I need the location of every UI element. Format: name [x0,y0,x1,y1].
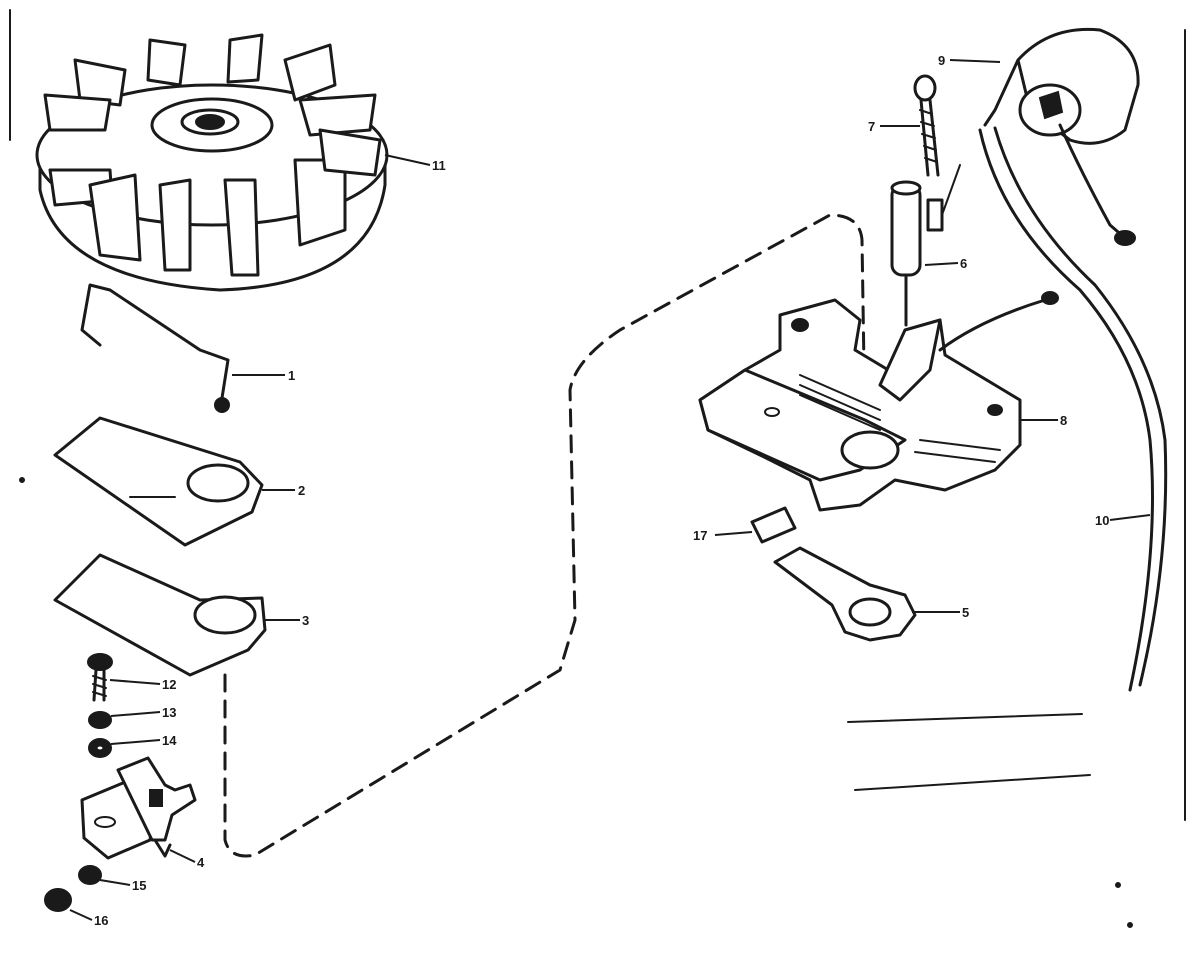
cover-plate-part: 5 [773,546,969,642]
callout-washer-b: 14 [162,733,177,748]
speck-dot [19,477,25,483]
washer-b-part: 14 [88,733,177,758]
speck-dot [1115,882,1121,888]
screw-left-part: 12 [87,653,176,702]
callout-felt-wick: 17 [693,528,707,543]
ignition-coil-part: 9 [938,27,1140,145]
plate-upper-part: 2 [53,416,305,547]
felt-wick-part: 17 [693,506,797,544]
callout-breaker-points: 4 [197,855,205,870]
blank-rule-line [847,713,1083,723]
callout-cover-plate: 5 [962,605,969,620]
screw-right-part: 7 [868,74,940,177]
washer-a-part: 13 [88,705,176,729]
nut-a-part: 15 [78,865,146,893]
condenser-part: 6 [890,164,967,327]
plate-lower-part: 3 [53,553,309,677]
callout-armature-bracket: 8 [1060,413,1067,428]
callout-washer-a: 13 [162,705,176,720]
dashed-leader-line [223,213,867,858]
callout-condenser: 6 [960,256,967,271]
callout-plate-lower: 3 [302,613,309,628]
breaker-points-part: 4 [80,756,205,870]
blank-rule-line [854,774,1091,791]
flywheel-part: 11 [35,33,446,292]
callout-flywheel: 11 [432,158,446,173]
callout-plate-upper: 2 [298,483,305,498]
callout-lead-wire: 10 [1095,513,1109,528]
speck-dot [1127,922,1133,928]
callout-wire-clip: 1 [288,368,295,383]
wire-clip-part: 1 [80,283,295,413]
callout-screw-right: 7 [868,119,875,134]
callout-screw-left: 12 [162,677,176,692]
lead-wire-part: 10 [978,123,1168,692]
armature-bracket-part: 8 [698,291,1067,512]
callout-coil: 9 [938,53,945,68]
callout-nut-a: 15 [132,878,146,893]
callout-nut-b: 16 [94,913,108,928]
nut-b-part: 16 [44,888,108,928]
